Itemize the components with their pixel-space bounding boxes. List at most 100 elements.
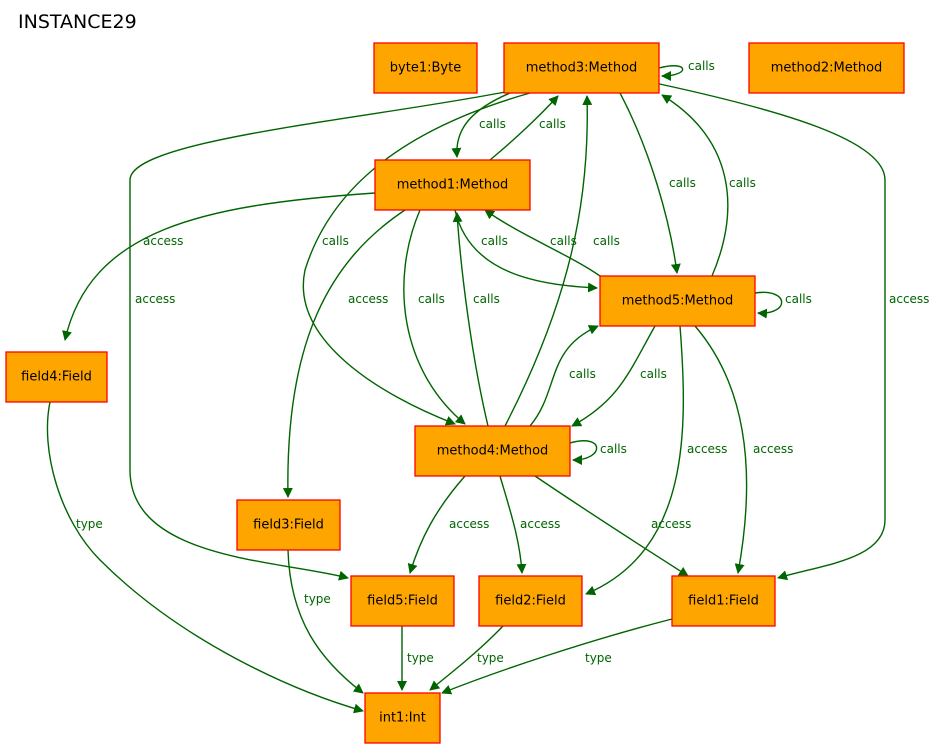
- edge-label: access: [348, 292, 388, 306]
- edge-method1-field4: access: [62, 192, 376, 341]
- edge-line: [569, 440, 598, 465]
- edge-label: calls: [600, 442, 627, 456]
- edge-label: calls: [729, 176, 756, 190]
- node-box[interactable]: [373, 42, 478, 94]
- edge-label: access: [135, 292, 175, 306]
- edge-line: [658, 65, 684, 81]
- edge-line: [454, 209, 598, 293]
- node-box[interactable]: [414, 425, 571, 477]
- edge-line: [429, 625, 504, 691]
- node-box[interactable]: [5, 351, 108, 403]
- edge-label: calls: [481, 234, 508, 248]
- node-field4[interactable]: field4:Field: [5, 351, 108, 403]
- edge-line: [534, 475, 689, 577]
- edge-field4-int1: type: [46, 401, 364, 714]
- node-label: method4:Method: [437, 444, 549, 459]
- edge-method4-method1: calls: [452, 212, 500, 427]
- edge-method4-method3: calls: [504, 95, 620, 427]
- edge-label: access: [889, 292, 929, 306]
- node-label: field3:Field: [253, 518, 324, 533]
- edge-method5-field1: access: [694, 325, 793, 574]
- edge-label: access: [687, 442, 727, 456]
- edge-method4-field2: access: [499, 475, 560, 574]
- node-field1[interactable]: field1:Field: [671, 575, 776, 627]
- node-label: method2:Method: [771, 61, 883, 76]
- node-method5[interactable]: method5:Method: [599, 275, 756, 327]
- node-label: field1:Field: [688, 594, 759, 609]
- diagram-title: INSTANCE29: [18, 11, 137, 33]
- node-method1[interactable]: method1:Method: [374, 159, 531, 211]
- node-int1[interactable]: int1:Int: [364, 692, 441, 744]
- edge-label: access: [520, 517, 560, 531]
- node-byte1[interactable]: byte1:Byte: [373, 42, 478, 94]
- node-field3[interactable]: field3:Field: [236, 499, 341, 551]
- node-box[interactable]: [364, 692, 441, 744]
- node-method4[interactable]: method4:Method: [414, 425, 571, 477]
- edge-method1-method4: calls: [403, 209, 466, 425]
- edge-label: access: [753, 442, 793, 456]
- node-method2[interactable]: method2:Method: [748, 42, 905, 94]
- node-label: field2:Field: [495, 594, 566, 609]
- edge-line: [403, 209, 466, 425]
- edge-label: calls: [479, 117, 506, 131]
- edge-line: [694, 325, 748, 574]
- edge-line: [654, 82, 886, 581]
- edge-label: calls: [539, 117, 566, 131]
- edge-method3-method4: calls: [302, 92, 531, 426]
- edge-label: access: [651, 517, 691, 531]
- node-box[interactable]: [671, 575, 776, 627]
- edge-line: [62, 192, 376, 341]
- edge-method5-method1: calls: [484, 209, 601, 277]
- edge-method3-method1: calls: [451, 92, 511, 158]
- edge-field2-int1: type: [429, 625, 504, 691]
- edge-method1-method3: calls: [489, 95, 566, 161]
- node-box[interactable]: [350, 575, 455, 627]
- edge-line: [619, 92, 681, 274]
- node-label: int1:Int: [379, 711, 426, 726]
- edge-line: [499, 475, 527, 574]
- edge-label: type: [304, 592, 331, 606]
- node-label: method5:Method: [622, 294, 734, 309]
- node-box[interactable]: [478, 575, 583, 627]
- edge-method3-method5: calls: [619, 92, 696, 274]
- node-label: field5:Field: [367, 594, 438, 609]
- edge-label: calls: [550, 234, 577, 248]
- node-box[interactable]: [236, 499, 341, 551]
- node-box[interactable]: [599, 275, 756, 327]
- edge-label: access: [449, 517, 489, 531]
- node-label: byte1:Byte: [390, 61, 461, 76]
- edge-method3-field5: access: [129, 91, 506, 581]
- edge-method4-method5: calls: [529, 325, 599, 427]
- edge-line: [287, 549, 364, 694]
- node-label: method3:Method: [526, 61, 638, 76]
- node-method3[interactable]: method3:Method: [503, 42, 660, 94]
- node-field2[interactable]: field2:Field: [478, 575, 583, 627]
- edge-line: [451, 92, 511, 158]
- edge-method4-field5: access: [407, 475, 489, 574]
- node-box[interactable]: [503, 42, 660, 94]
- edge-line: [407, 475, 466, 574]
- node-field5[interactable]: field5:Field: [350, 575, 455, 627]
- node-box[interactable]: [748, 42, 905, 94]
- edge-line: [754, 291, 783, 319]
- edge-label: type: [407, 651, 434, 665]
- edge-label: calls: [473, 292, 500, 306]
- edge-label: calls: [640, 367, 667, 381]
- edge-label: type: [76, 517, 103, 531]
- edge-line: [585, 325, 685, 596]
- edge-line: [46, 401, 364, 714]
- edge-field5-int1: type: [397, 626, 434, 691]
- node-box[interactable]: [374, 159, 531, 211]
- edge-line: [529, 325, 599, 427]
- edge-line: [452, 212, 489, 427]
- node-label: field4:Field: [21, 370, 92, 385]
- edge-label: type: [477, 651, 504, 665]
- edge-label: calls: [669, 176, 696, 190]
- edge-line: [129, 91, 506, 581]
- edge-line: [484, 209, 601, 277]
- edge-method3-field1: access: [654, 82, 929, 581]
- edge-label: calls: [785, 292, 812, 306]
- edge-method3-method3: calls: [658, 59, 715, 81]
- edge-method5-field2: access: [585, 325, 727, 596]
